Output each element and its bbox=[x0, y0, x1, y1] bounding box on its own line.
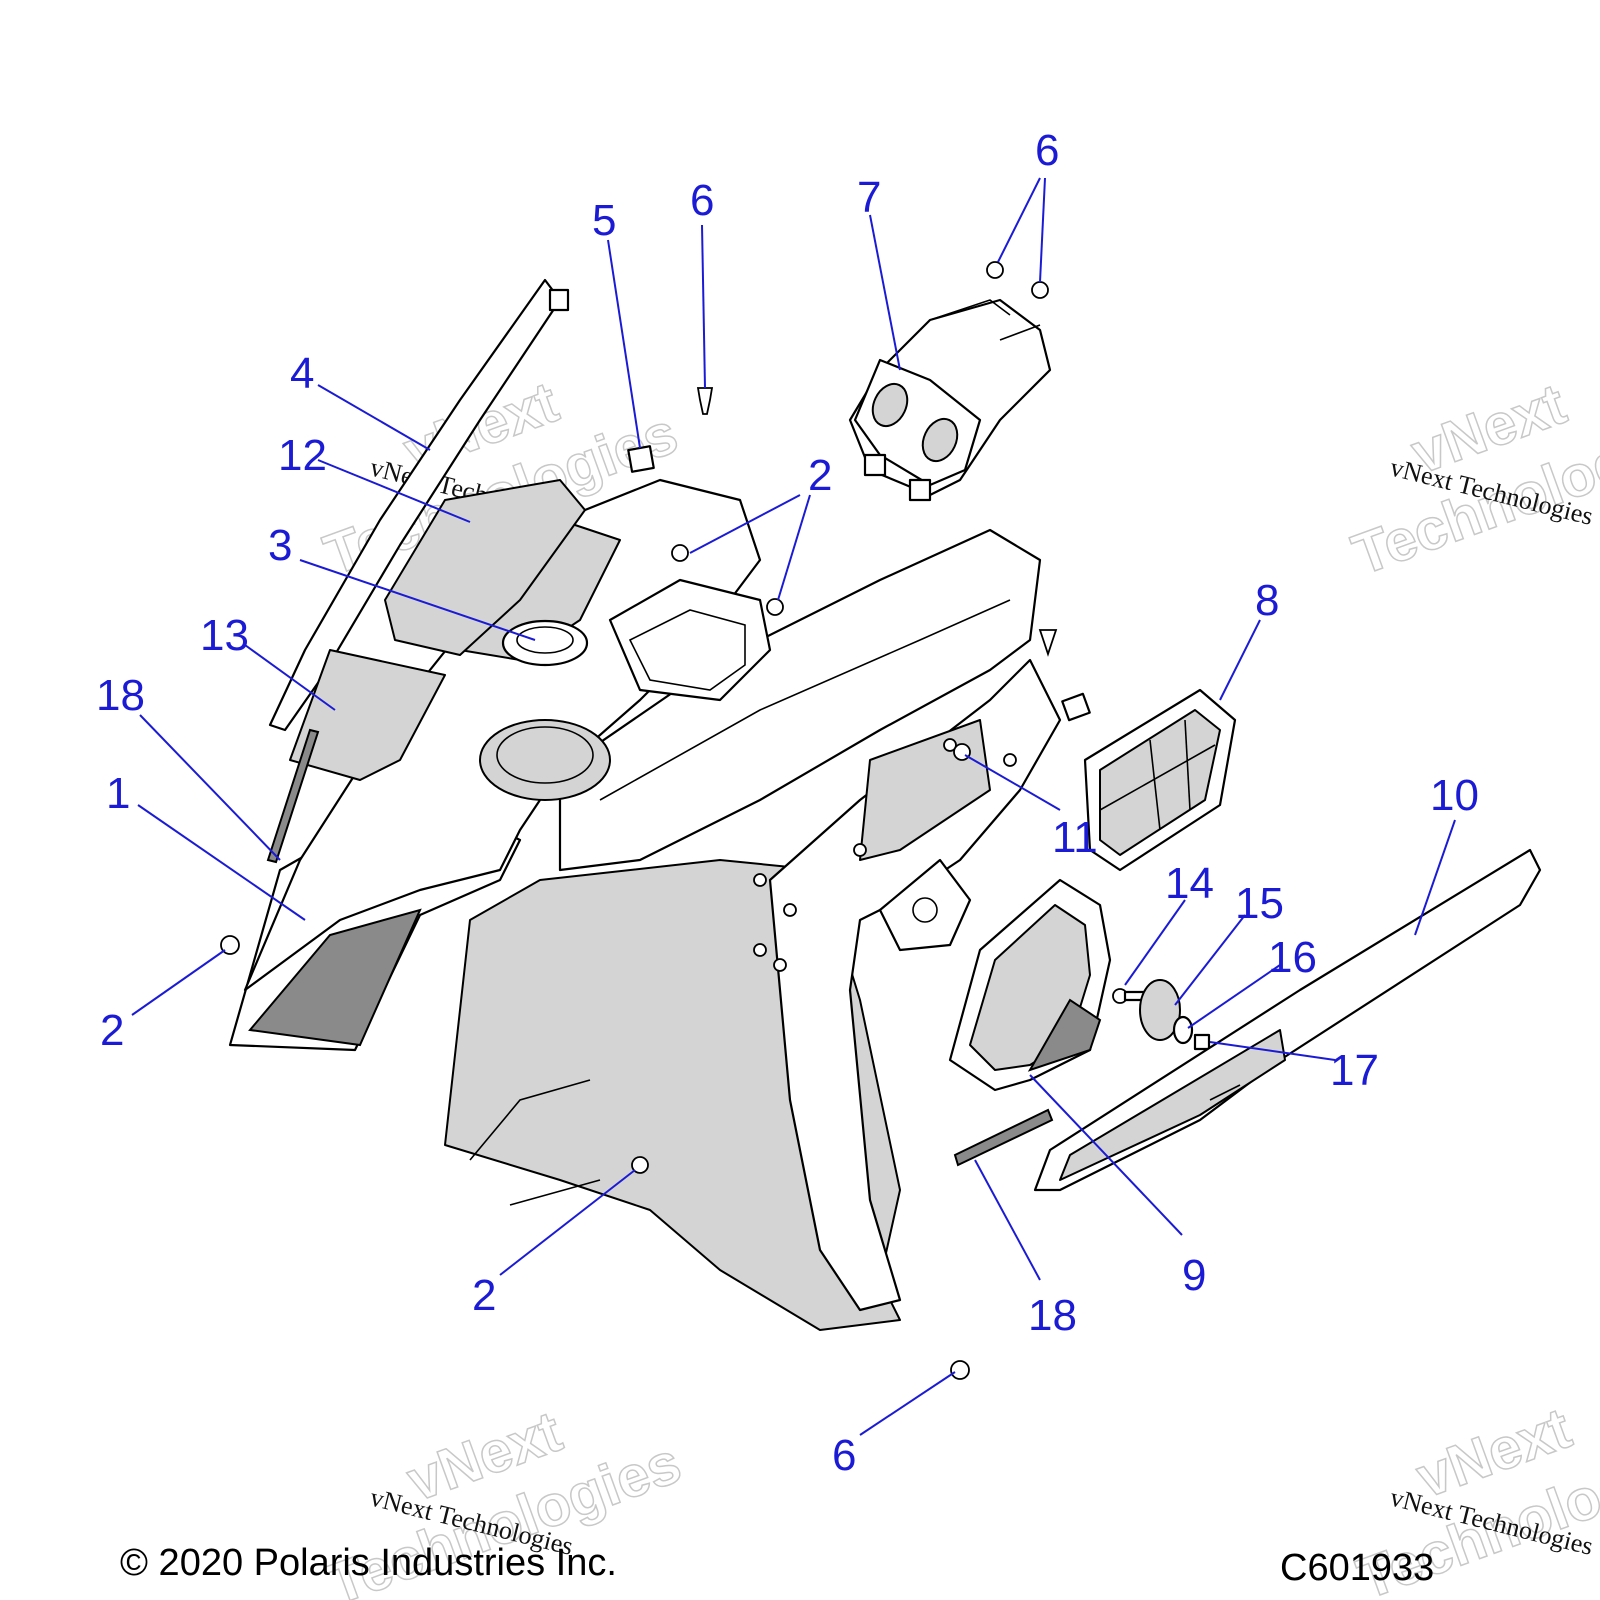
callout-6-top-right: 6 bbox=[1035, 126, 1059, 175]
part-4-trim-strip bbox=[268, 278, 570, 732]
part-10-side-trim bbox=[1033, 848, 1542, 1192]
fastener-6-bottom bbox=[950, 1360, 970, 1380]
fastener-2-left bbox=[220, 935, 240, 955]
fastener-2-upper-b bbox=[766, 598, 784, 616]
part-18-rod-right bbox=[953, 1108, 1054, 1167]
callout-2-upper: 2 bbox=[808, 451, 832, 500]
leader-11 bbox=[964, 754, 1061, 811]
callout-14: 14 bbox=[1165, 859, 1214, 908]
leader-2-upper-b bbox=[777, 494, 811, 601]
fastener-2-upper-a bbox=[671, 544, 689, 562]
leader-9 bbox=[1029, 1074, 1183, 1236]
copyright-text: © 2020 Polaris Industries Inc. bbox=[120, 1542, 617, 1584]
leader-lines bbox=[131, 177, 1456, 1436]
callout-4: 4 bbox=[290, 349, 314, 398]
leader-3 bbox=[299, 559, 536, 641]
callout-18-right: 18 bbox=[1028, 1291, 1077, 1340]
callout-16: 16 bbox=[1268, 933, 1317, 982]
leader-12 bbox=[317, 459, 471, 523]
callout-9: 9 bbox=[1182, 1251, 1206, 1300]
callout-8: 8 bbox=[1255, 576, 1279, 625]
fastener-2-lower bbox=[631, 1156, 649, 1174]
fastener-6-top-right-b bbox=[1031, 281, 1049, 299]
leader-15 bbox=[1174, 914, 1246, 1006]
fastener-6-top-left bbox=[696, 387, 714, 415]
part-8-vent-grille bbox=[1061, 688, 1237, 872]
leader-7 bbox=[869, 214, 901, 371]
part-1-console-body bbox=[228, 478, 1062, 1331]
callout-2-lower: 2 bbox=[472, 1271, 496, 1320]
leader-17 bbox=[1209, 1041, 1336, 1061]
fastener-6-top-right-a bbox=[986, 261, 1004, 279]
figure-code: C601933 bbox=[1280, 1547, 1434, 1589]
part-14-bolt bbox=[1112, 988, 1152, 1004]
leader-5 bbox=[607, 239, 641, 449]
part-17-nut bbox=[1193, 1033, 1211, 1051]
callouts: 1 2 2 2 3 4 5 6 6 6 7 8 9 10 11 12 13 14… bbox=[96, 126, 1479, 1480]
part-16-washer bbox=[1172, 1015, 1194, 1045]
part-13-lower-pad bbox=[289, 649, 446, 781]
leader-1 bbox=[137, 804, 306, 921]
fastener-6-mid-right bbox=[1038, 629, 1058, 657]
leader-13 bbox=[244, 644, 336, 711]
callout-18-left: 18 bbox=[96, 671, 145, 720]
leader-18-right bbox=[974, 1159, 1041, 1281]
part-12-upper-pad bbox=[384, 479, 586, 656]
leader-16 bbox=[1187, 964, 1281, 1029]
leader-6-b2 bbox=[1039, 177, 1046, 283]
callout-5: 5 bbox=[592, 196, 616, 245]
leader-6-c bbox=[859, 1371, 956, 1436]
leader-8 bbox=[1219, 619, 1261, 701]
leader-6-a bbox=[701, 224, 706, 389]
callout-15: 15 bbox=[1235, 879, 1284, 928]
callout-6-top-left: 6 bbox=[690, 176, 714, 225]
part-18-rod-left bbox=[266, 728, 320, 864]
callout-7: 7 bbox=[857, 173, 881, 222]
callout-12: 12 bbox=[278, 431, 327, 480]
part-5-clip-nut bbox=[627, 445, 655, 473]
part-3-grommet bbox=[501, 619, 589, 667]
leader-14 bbox=[1124, 899, 1186, 986]
part-9-speaker-housing bbox=[948, 878, 1112, 1092]
leader-4 bbox=[317, 384, 431, 451]
leader-6-b1 bbox=[997, 177, 1041, 263]
leader-18-left bbox=[139, 714, 281, 861]
part-15-isolator bbox=[1139, 979, 1181, 1041]
fasteners bbox=[220, 261, 1058, 1380]
callout-10: 10 bbox=[1430, 771, 1479, 820]
callout-17: 17 bbox=[1330, 1046, 1379, 1095]
callout-13: 13 bbox=[200, 611, 249, 660]
callout-3: 3 bbox=[268, 521, 292, 570]
leader-2-upper-a bbox=[689, 494, 801, 554]
watermark-top-right: vNext Technologies bbox=[1344, 371, 1600, 589]
callout-1: 1 bbox=[106, 769, 130, 818]
part-7-bracket bbox=[848, 298, 1052, 502]
callout-2-left: 2 bbox=[100, 1006, 124, 1055]
leader-2-lower bbox=[499, 1169, 636, 1276]
leader-2-left bbox=[131, 949, 226, 1016]
leader-10 bbox=[1414, 819, 1456, 936]
callout-6-bottom: 6 bbox=[832, 1431, 856, 1480]
callout-11: 11 bbox=[1052, 813, 1098, 862]
